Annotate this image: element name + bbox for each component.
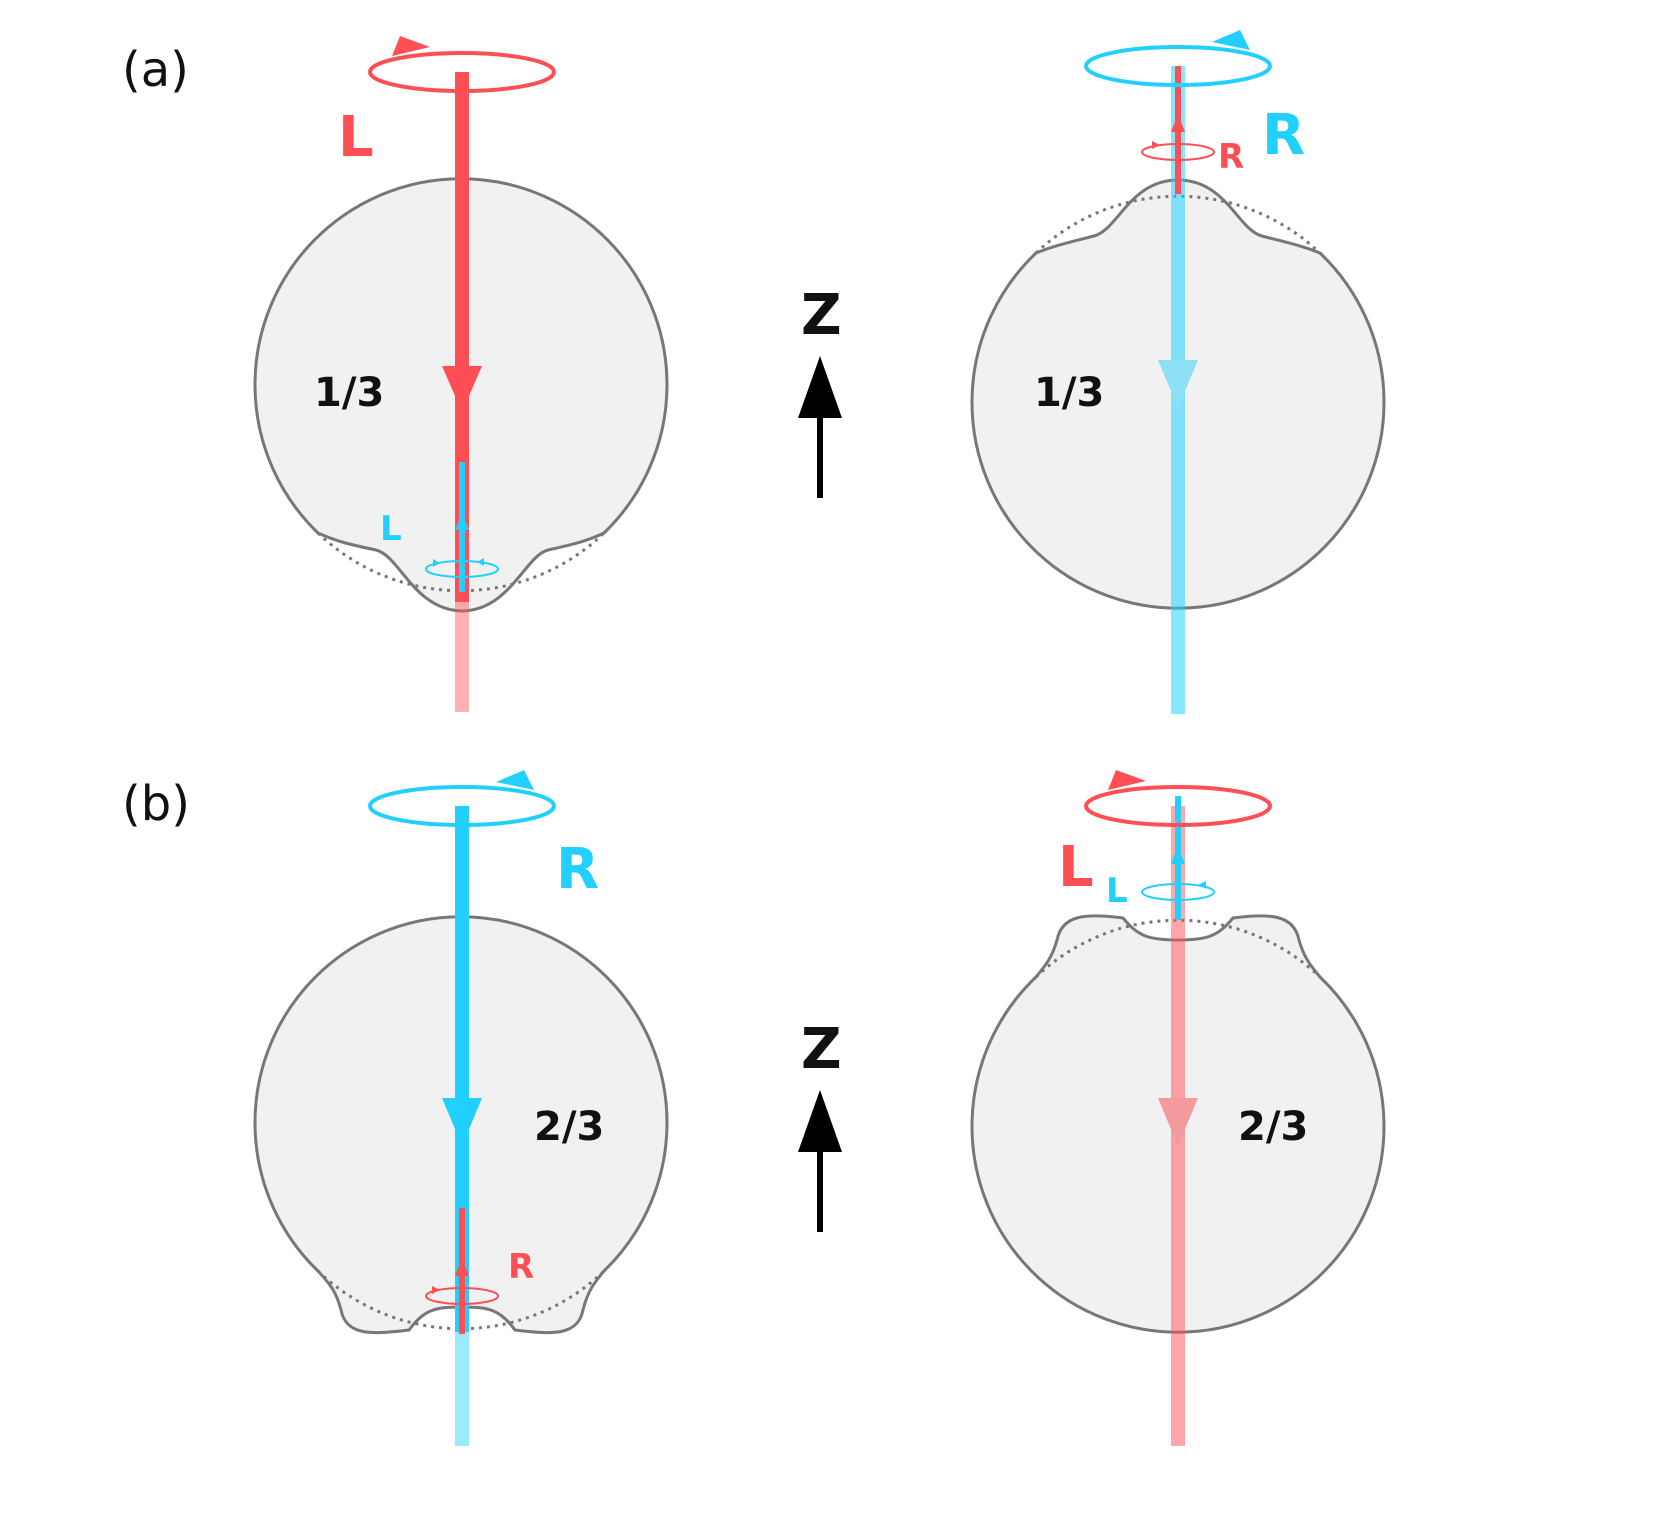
- propagation-arrow: [442, 1098, 482, 1146]
- reflected-rotation-icon: [425, 558, 499, 578]
- incident-rotation-icon: [368, 770, 556, 827]
- fraction-label: 2/3: [1238, 1104, 1308, 1150]
- propagation-arrow: [1158, 360, 1198, 408]
- sphere-b-right: L L 2/3: [970, 770, 1386, 1446]
- propagation-arrow: [442, 366, 482, 412]
- reflected-rotation-icon: [1141, 141, 1215, 161]
- reflected-label: R: [1218, 137, 1244, 177]
- propagation-arrow: [1158, 1098, 1198, 1146]
- incident-rotation-icon: [1084, 770, 1272, 827]
- sphere-a-right: R R 1/3: [970, 30, 1386, 714]
- incident-label: R: [1262, 103, 1305, 168]
- panel-label-a: (a): [122, 42, 189, 98]
- incident-rotation-icon: [368, 36, 556, 93]
- transmitted-beam: [455, 1332, 469, 1446]
- fraction-label: 2/3: [534, 1104, 604, 1150]
- sphere-a-left: L L 1/3: [253, 36, 669, 712]
- panel-b: (b) R R 2/3 Z: [122, 770, 1386, 1446]
- reflected-rotation-icon: [425, 1286, 499, 1305]
- transmitted-beam: [455, 602, 469, 712]
- incident-beam: [455, 806, 469, 1332]
- z-axis-b: Z: [798, 1017, 842, 1232]
- z-axis-arrowhead: [798, 356, 842, 418]
- panel-a: (a) L L 1/3: [122, 30, 1386, 714]
- z-axis-arrowhead: [798, 1090, 842, 1152]
- reflected-label: L: [380, 509, 402, 549]
- reflected-arrow: [455, 1258, 469, 1276]
- incident-label: R: [556, 837, 599, 902]
- z-axis-label: Z: [801, 283, 842, 348]
- fraction-label: 1/3: [1034, 370, 1104, 416]
- reflected-label: R: [508, 1247, 534, 1287]
- reflected-arrow: [1171, 846, 1185, 864]
- z-axis-label: Z: [801, 1017, 842, 1082]
- sphere-b-left: R R 2/3: [253, 770, 669, 1446]
- incident-rotation-icon: [1084, 30, 1272, 87]
- incident-beam: [455, 72, 469, 602]
- incident-label: L: [1058, 835, 1094, 900]
- panel-label-b: (b): [122, 776, 190, 832]
- reflected-label: L: [1106, 871, 1128, 911]
- reflected-rotation-icon: [1141, 881, 1215, 901]
- reflected-arrow: [455, 514, 469, 530]
- fraction-label: 1/3: [314, 370, 384, 416]
- reflected-arrow: [1171, 114, 1185, 132]
- incident-label: L: [338, 105, 374, 170]
- z-axis-a: Z: [798, 283, 842, 498]
